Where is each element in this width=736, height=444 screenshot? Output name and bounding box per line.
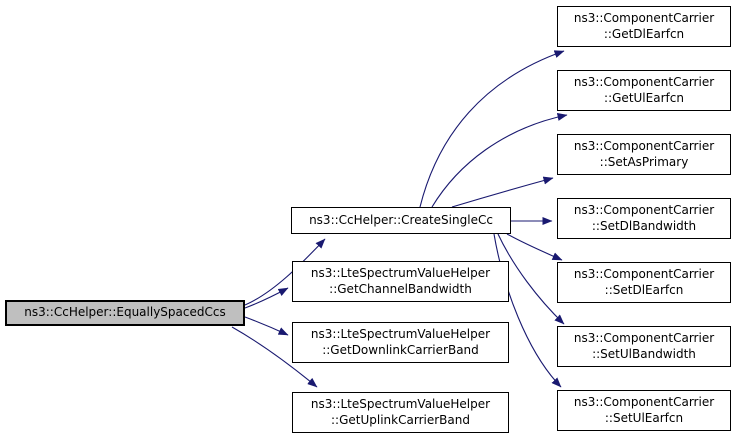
node-set-as-primary[interactable]: ns3::ComponentCarrier ::SetAsPrimary [557, 134, 731, 175]
edge-equally-spaced-ccs-to-get-channel-bandwidth [244, 287, 289, 309]
node-get-downlink-carrier-band[interactable]: ns3::LteSpectrumValueHelper ::GetDownlin… [292, 322, 509, 363]
edge-equally-spaced-ccs-to-create-single-cc [244, 238, 326, 306]
node-get-channel-bandwidth[interactable]: ns3::LteSpectrumValueHelper ::GetChannel… [292, 261, 509, 302]
node-get-dl-earfcn[interactable]: ns3::ComponentCarrier ::GetDlEarfcn [557, 6, 731, 47]
edge-equally-spaced-ccs-to-get-downlink-carrier-band [244, 316, 289, 336]
edge-create-single-cc-to-get-dl-earfcn [419, 50, 565, 208]
edge-create-single-cc-to-set-dl-earfcn [506, 233, 563, 261]
node-set-ul-bandwidth[interactable]: ns3::ComponentCarrier ::SetUlBandwidth [557, 326, 731, 367]
edge-create-single-cc-to-set-ul-bandwidth [497, 233, 565, 325]
node-create-single-cc[interactable]: ns3::CcHelper::CreateSingleCc [291, 207, 511, 234]
edge-create-single-cc-to-set-as-primary [451, 176, 554, 208]
node-set-dl-earfcn[interactable]: ns3::ComponentCarrier ::SetDlEarfcn [557, 262, 731, 303]
node-set-ul-earfcn[interactable]: ns3::ComponentCarrier ::SetUlEarfcn [557, 390, 731, 431]
node-set-dl-bandwidth[interactable]: ns3::ComponentCarrier ::SetDlBandwidth [557, 198, 731, 239]
edge-equally-spaced-ccs-to-get-uplink-carrier-band [231, 326, 318, 388]
node-get-ul-earfcn[interactable]: ns3::ComponentCarrier ::GetUlEarfcn [557, 70, 731, 111]
node-equally-spaced-ccs[interactable]: ns3::CcHelper::EquallySpacedCcs [5, 300, 245, 326]
edge-create-single-cc-to-set-ul-earfcn [493, 233, 562, 388]
edge-create-single-cc-to-get-ul-earfcn [431, 113, 568, 208]
node-get-uplink-carrier-band[interactable]: ns3::LteSpectrumValueHelper ::GetUplinkC… [292, 392, 509, 433]
